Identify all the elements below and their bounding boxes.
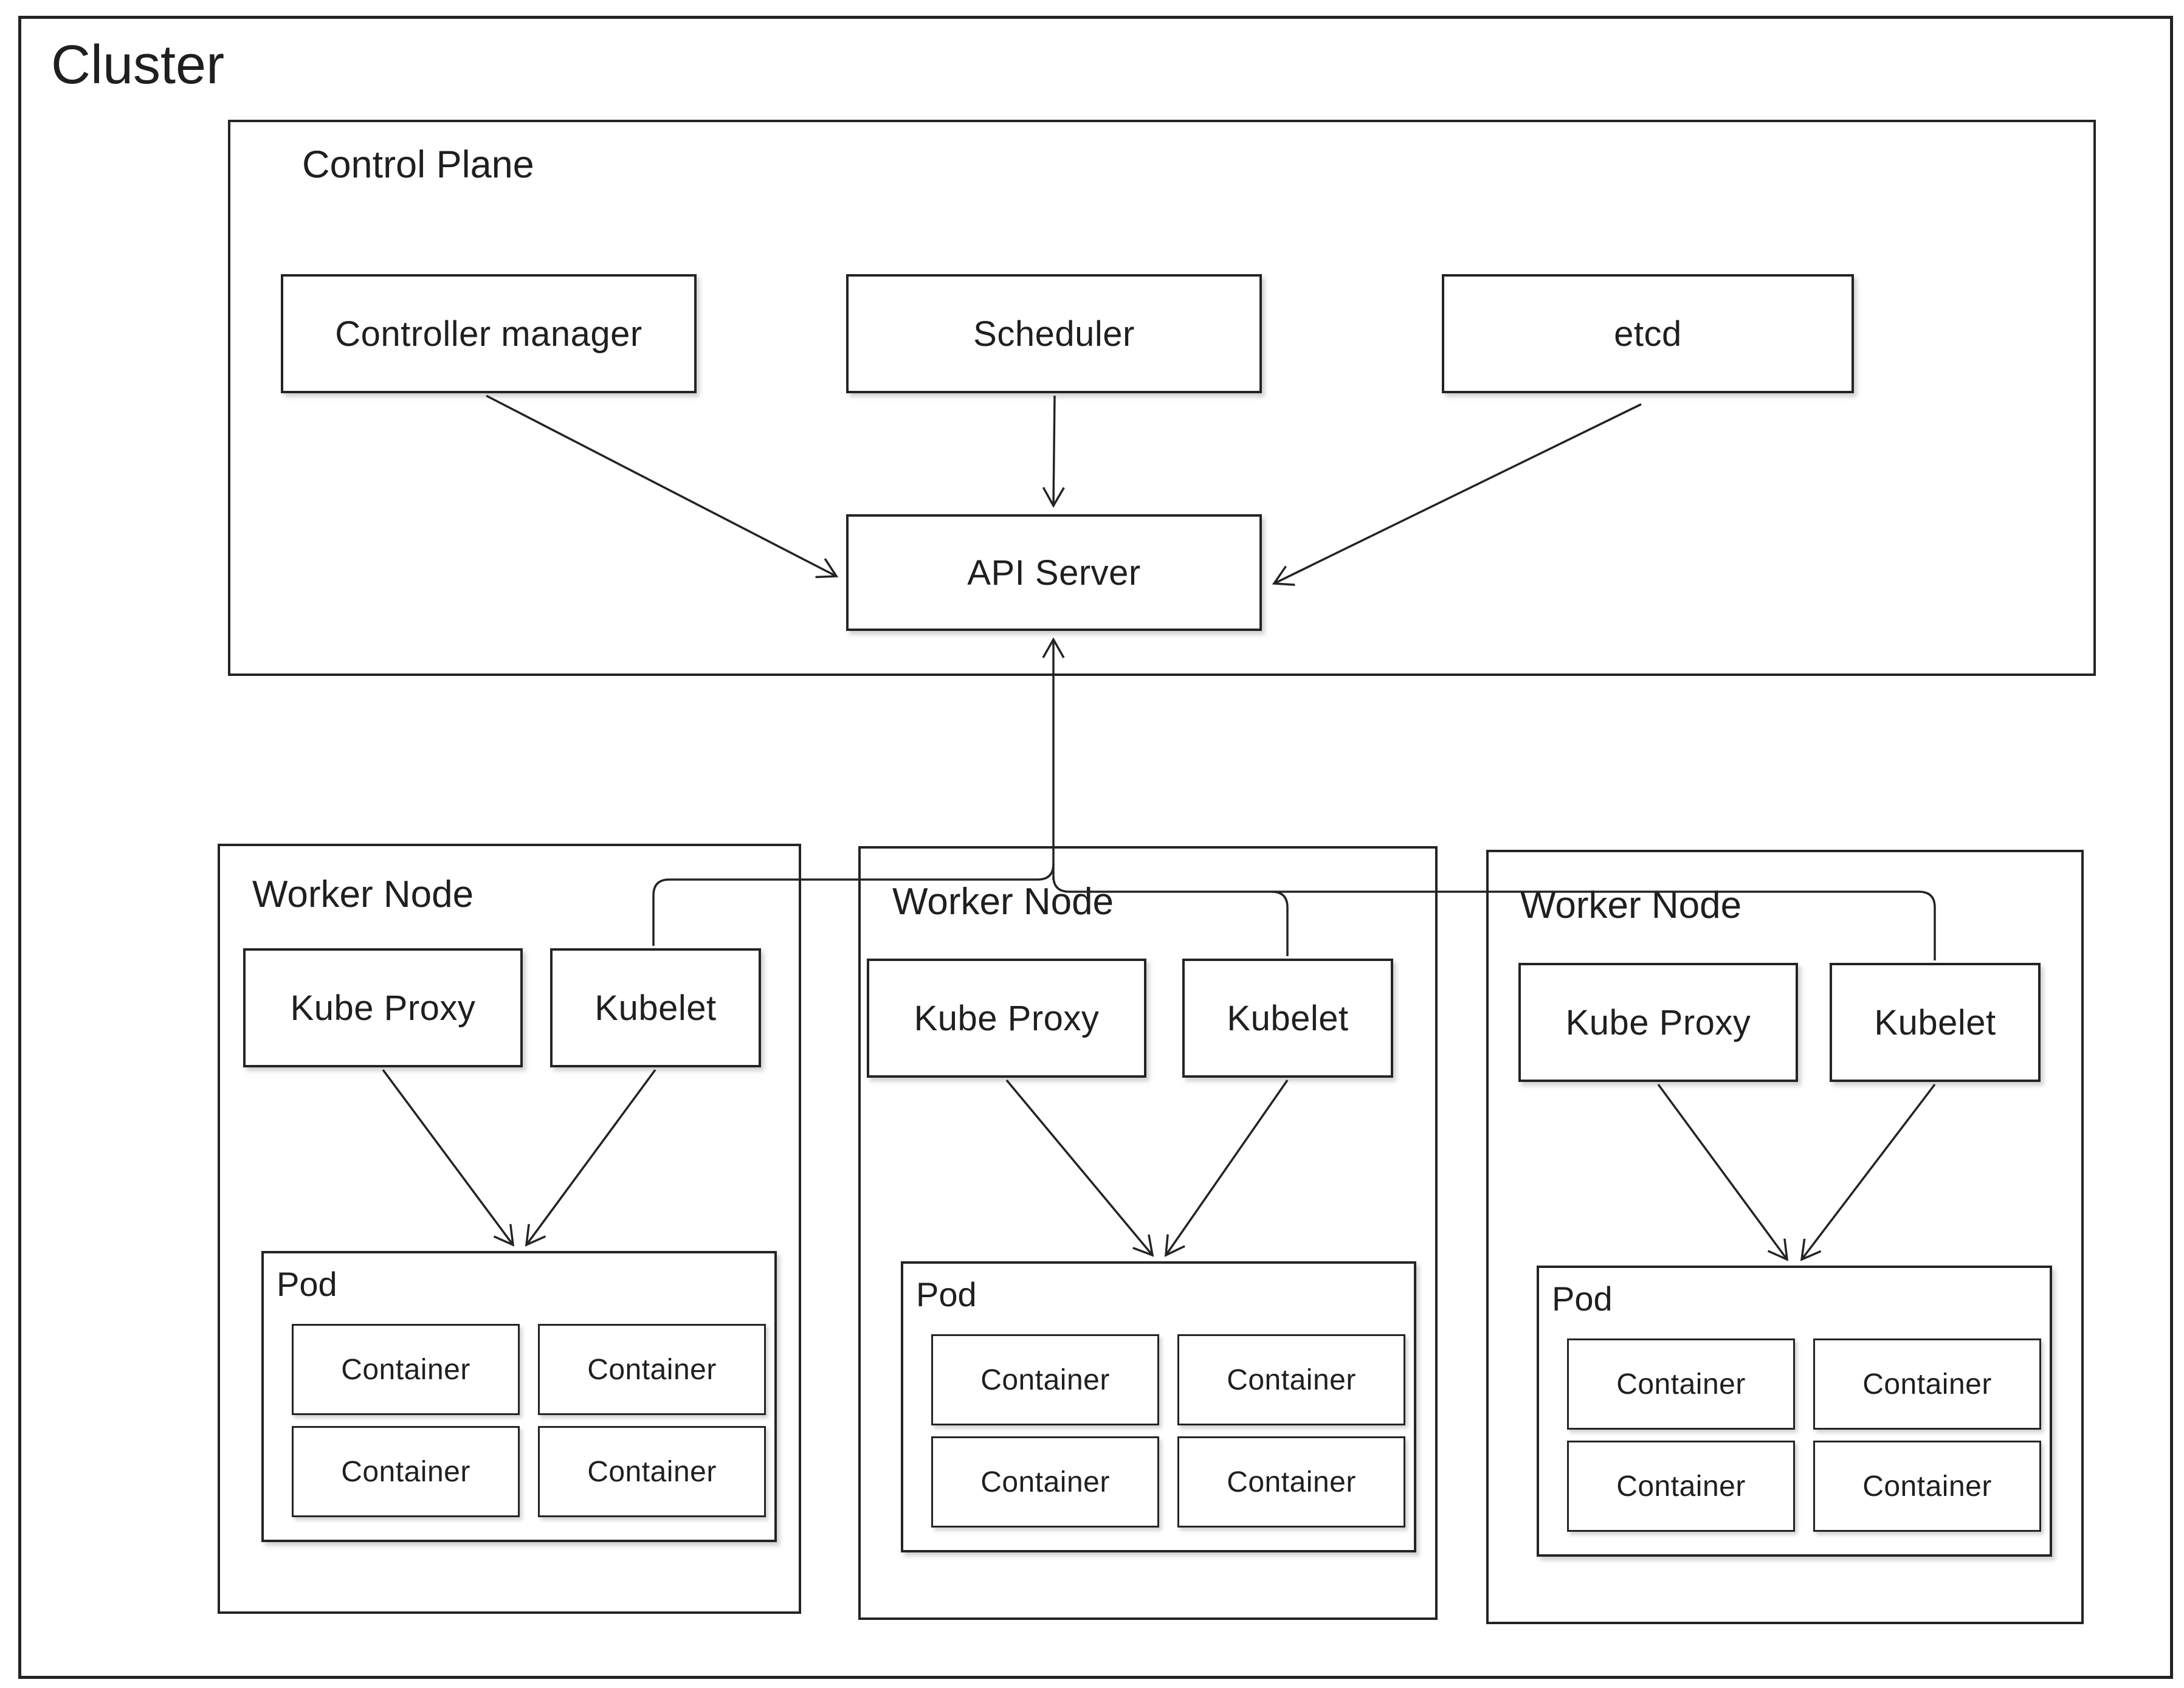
etcd-label: etcd (1614, 314, 1682, 354)
worker-2-pod-label: Pod (916, 1275, 977, 1314)
worker-3-pod-label: Pod (1552, 1280, 1613, 1318)
container-label: Container (1227, 1466, 1356, 1498)
kube-proxy-label: Kube Proxy (914, 998, 1100, 1038)
controller-manager-label: Controller manager (335, 314, 642, 354)
worker-3-container-1: Container (1567, 1338, 1795, 1430)
kube-proxy-label: Kube Proxy (1565, 1002, 1751, 1042)
cluster-boundary (18, 16, 2173, 1679)
worker-2-kube-proxy: Kube Proxy (867, 959, 1146, 1078)
worker-1-kube-proxy: Kube Proxy (243, 948, 523, 1067)
control-plane-label: Control Plane (302, 143, 534, 186)
worker-1-container-2: Container (538, 1324, 766, 1415)
worker-node-1-label: Worker Node (252, 873, 474, 915)
worker-3-container-2: Container (1813, 1338, 2041, 1430)
container-label: Container (341, 1455, 470, 1488)
worker-1-pod-label: Pod (277, 1265, 337, 1303)
etcd-node: etcd (1442, 274, 1854, 393)
scheduler-node: Scheduler (846, 274, 1262, 393)
container-label: Container (980, 1363, 1110, 1396)
scheduler-label: Scheduler (973, 314, 1135, 354)
worker-node-2-label: Worker Node (892, 881, 1114, 923)
worker-3-kube-proxy: Kube Proxy (1518, 963, 1798, 1082)
worker-1-container-3: Container (292, 1426, 520, 1517)
container-label: Container (1616, 1470, 1746, 1503)
container-label: Container (1616, 1368, 1746, 1400)
worker-1-container-4: Container (538, 1426, 766, 1517)
cluster-label: Cluster (51, 35, 225, 95)
worker-2-kubelet: Kubelet (1182, 959, 1393, 1078)
worker-2-container-1: Container (931, 1334, 1159, 1425)
kubelet-label: Kubelet (1227, 998, 1349, 1038)
kubelet-label: Kubelet (1874, 1002, 1996, 1042)
controller-manager-node: Controller manager (281, 274, 697, 393)
container-label: Container (1862, 1368, 1992, 1400)
container-label: Container (1227, 1363, 1356, 1396)
kube-proxy-label: Kube Proxy (290, 988, 476, 1028)
api-server-node: API Server (846, 514, 1262, 631)
container-label: Container (587, 1353, 717, 1386)
container-label: Container (980, 1466, 1110, 1498)
worker-1-container-1: Container (292, 1324, 520, 1415)
container-label: Container (1862, 1470, 1992, 1503)
worker-3-container-3: Container (1567, 1441, 1795, 1532)
container-label: Container (587, 1455, 717, 1488)
container-label: Container (341, 1353, 470, 1386)
kubelet-label: Kubelet (594, 988, 717, 1028)
worker-2-container-2: Container (1177, 1334, 1405, 1425)
worker-node-3-label: Worker Node (1520, 884, 1742, 926)
worker-1-kubelet: Kubelet (550, 948, 761, 1067)
worker-2-container-3: Container (931, 1436, 1159, 1528)
worker-3-kubelet: Kubelet (1830, 963, 2041, 1082)
worker-2-container-4: Container (1177, 1436, 1405, 1528)
api-server-label: API Server (967, 553, 1141, 593)
worker-3-container-4: Container (1813, 1441, 2041, 1532)
